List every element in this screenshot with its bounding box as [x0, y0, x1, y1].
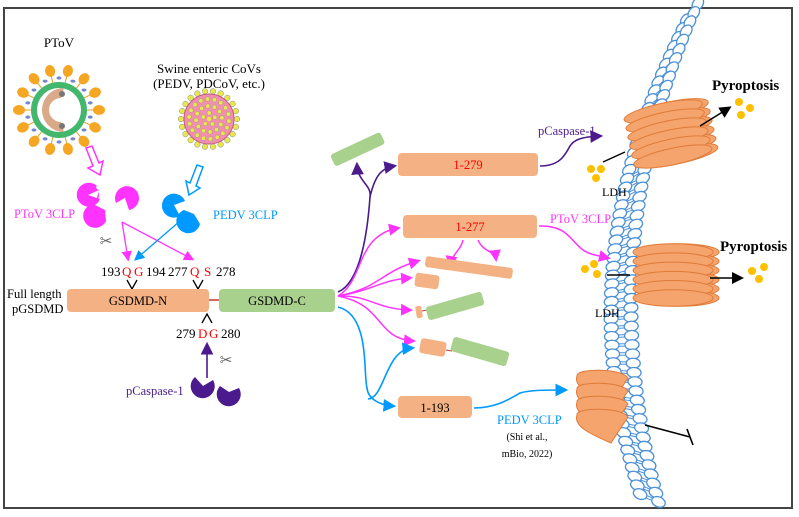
ptov-3clp-label: PToV 3CLP [14, 207, 75, 221]
svg-text:G: G [134, 264, 143, 279]
citation-line2: mBio, 2022) [502, 449, 553, 460]
pedv-to-membrane-arrow [473, 383, 569, 409]
purple-branch-arrows [337, 161, 398, 293]
pedv-3clp-enzymes-icon [161, 193, 200, 234]
gsdmd-c-domain [219, 289, 335, 312]
ldh-molecules-2 [581, 260, 601, 278]
gsdmd-n-domain [67, 289, 209, 312]
svg-text:G: G [209, 326, 218, 341]
svg-text:Q: Q [190, 264, 200, 279]
svg-text:193: 193 [101, 264, 121, 279]
inhibition-symbol-icon [644, 424, 694, 446]
full-length-label-line2: pGSDMD [12, 302, 63, 316]
svg-text:279: 279 [176, 326, 196, 341]
ldh-released-2 [748, 263, 768, 283]
ptov-hollow-arrow-icon [85, 145, 105, 177]
scissors-icon: ✂ [220, 353, 233, 369]
pedv-cleave-arrow-site1 [134, 220, 181, 261]
full-length-label-line1: Full length [7, 287, 62, 301]
gsdmd-pore-1 [623, 98, 719, 169]
fragment-1-193-small [414, 272, 440, 290]
fragment-1-279 [398, 153, 538, 176]
pcaspase1-enzymes-icon [190, 377, 241, 407]
c-fragment-linked [425, 291, 485, 321]
fragment-1-193-label: 1-193 [420, 401, 449, 415]
citation-line1: (Shi et al., [506, 432, 547, 443]
blue-branch-arrows [337, 306, 416, 412]
ptov-to-pore-arrow [538, 225, 611, 262]
ptov-3clp-enzymes-icon [76, 182, 139, 228]
fragment-278-279 [415, 305, 423, 319]
gsdmd-pore-2 [632, 243, 720, 307]
ldh-molecules-1 [587, 165, 605, 182]
cleavage-site-277-278: 277 Q S 278 [168, 264, 236, 279]
pcaspase1-label: pCaspase-1 [126, 384, 184, 398]
svg-text:280: 280 [221, 326, 241, 341]
ldh-label-1: LDH [602, 185, 627, 199]
ldh-label-2: LDH [595, 306, 620, 320]
pyroptosis-label-1: Pyroptosis [712, 78, 779, 94]
pcaspase-to-pore-arrow [539, 130, 604, 167]
cleavage-site-193-194: 193 Q G 194 [101, 264, 166, 279]
fragment-1-193-linked [419, 338, 447, 357]
cleavage-site-279-280: 279 D G 280 [176, 326, 241, 341]
swine-cov-label-line2: (PEDV, PDCoV, etc.) [153, 76, 265, 91]
partial-pore-blocked [576, 369, 629, 444]
svg-text:Q: Q [122, 264, 132, 279]
svg-text:277: 277 [168, 264, 188, 279]
c-fragment-free [330, 132, 385, 166]
gsdmd-n-label: GSDMD-N [109, 294, 167, 308]
gsdmd-c-label: GSDMD-C [248, 294, 306, 308]
ptov-virion-icon [13, 65, 105, 155]
c-fragment-linked-2 [450, 336, 510, 366]
fragment-1-279-label: 1-279 [453, 158, 482, 172]
swine-cov-label-line1: Swine enteric CoVs [157, 61, 261, 76]
fragment-1-277-label: 1-277 [455, 220, 484, 234]
pedv-arrow-label: PEDV 3CLP [497, 413, 562, 427]
pcaspase-arrow-label: pCaspase-1 [538, 124, 596, 138]
scissors-icon: ✂ [100, 234, 113, 250]
ptov-cleave-arrow-site1 [121, 221, 132, 262]
fragment-1-193 [398, 396, 472, 418]
svg-text:194: 194 [146, 264, 166, 279]
fragment-1-277 [403, 215, 537, 238]
svg-text:278: 278 [216, 264, 236, 279]
pink-branch-arrows [337, 223, 501, 347]
ldh-released-1 [735, 98, 754, 119]
ptov-arrow-label: PToV 3CLP [550, 212, 611, 226]
pedv-3clp-label: PEDV 3CLP [213, 208, 278, 222]
svg-text:S: S [204, 264, 211, 279]
svg-text:D: D [198, 326, 207, 341]
fragment-194-277 [424, 256, 513, 279]
pedv-hollow-arrow-icon [184, 164, 204, 197]
swine-cov-virion-icon [177, 88, 241, 150]
pyroptosis-label-2: Pyroptosis [720, 239, 787, 255]
ptov-label: PToV [44, 35, 75, 50]
figure-border [3, 7, 793, 509]
